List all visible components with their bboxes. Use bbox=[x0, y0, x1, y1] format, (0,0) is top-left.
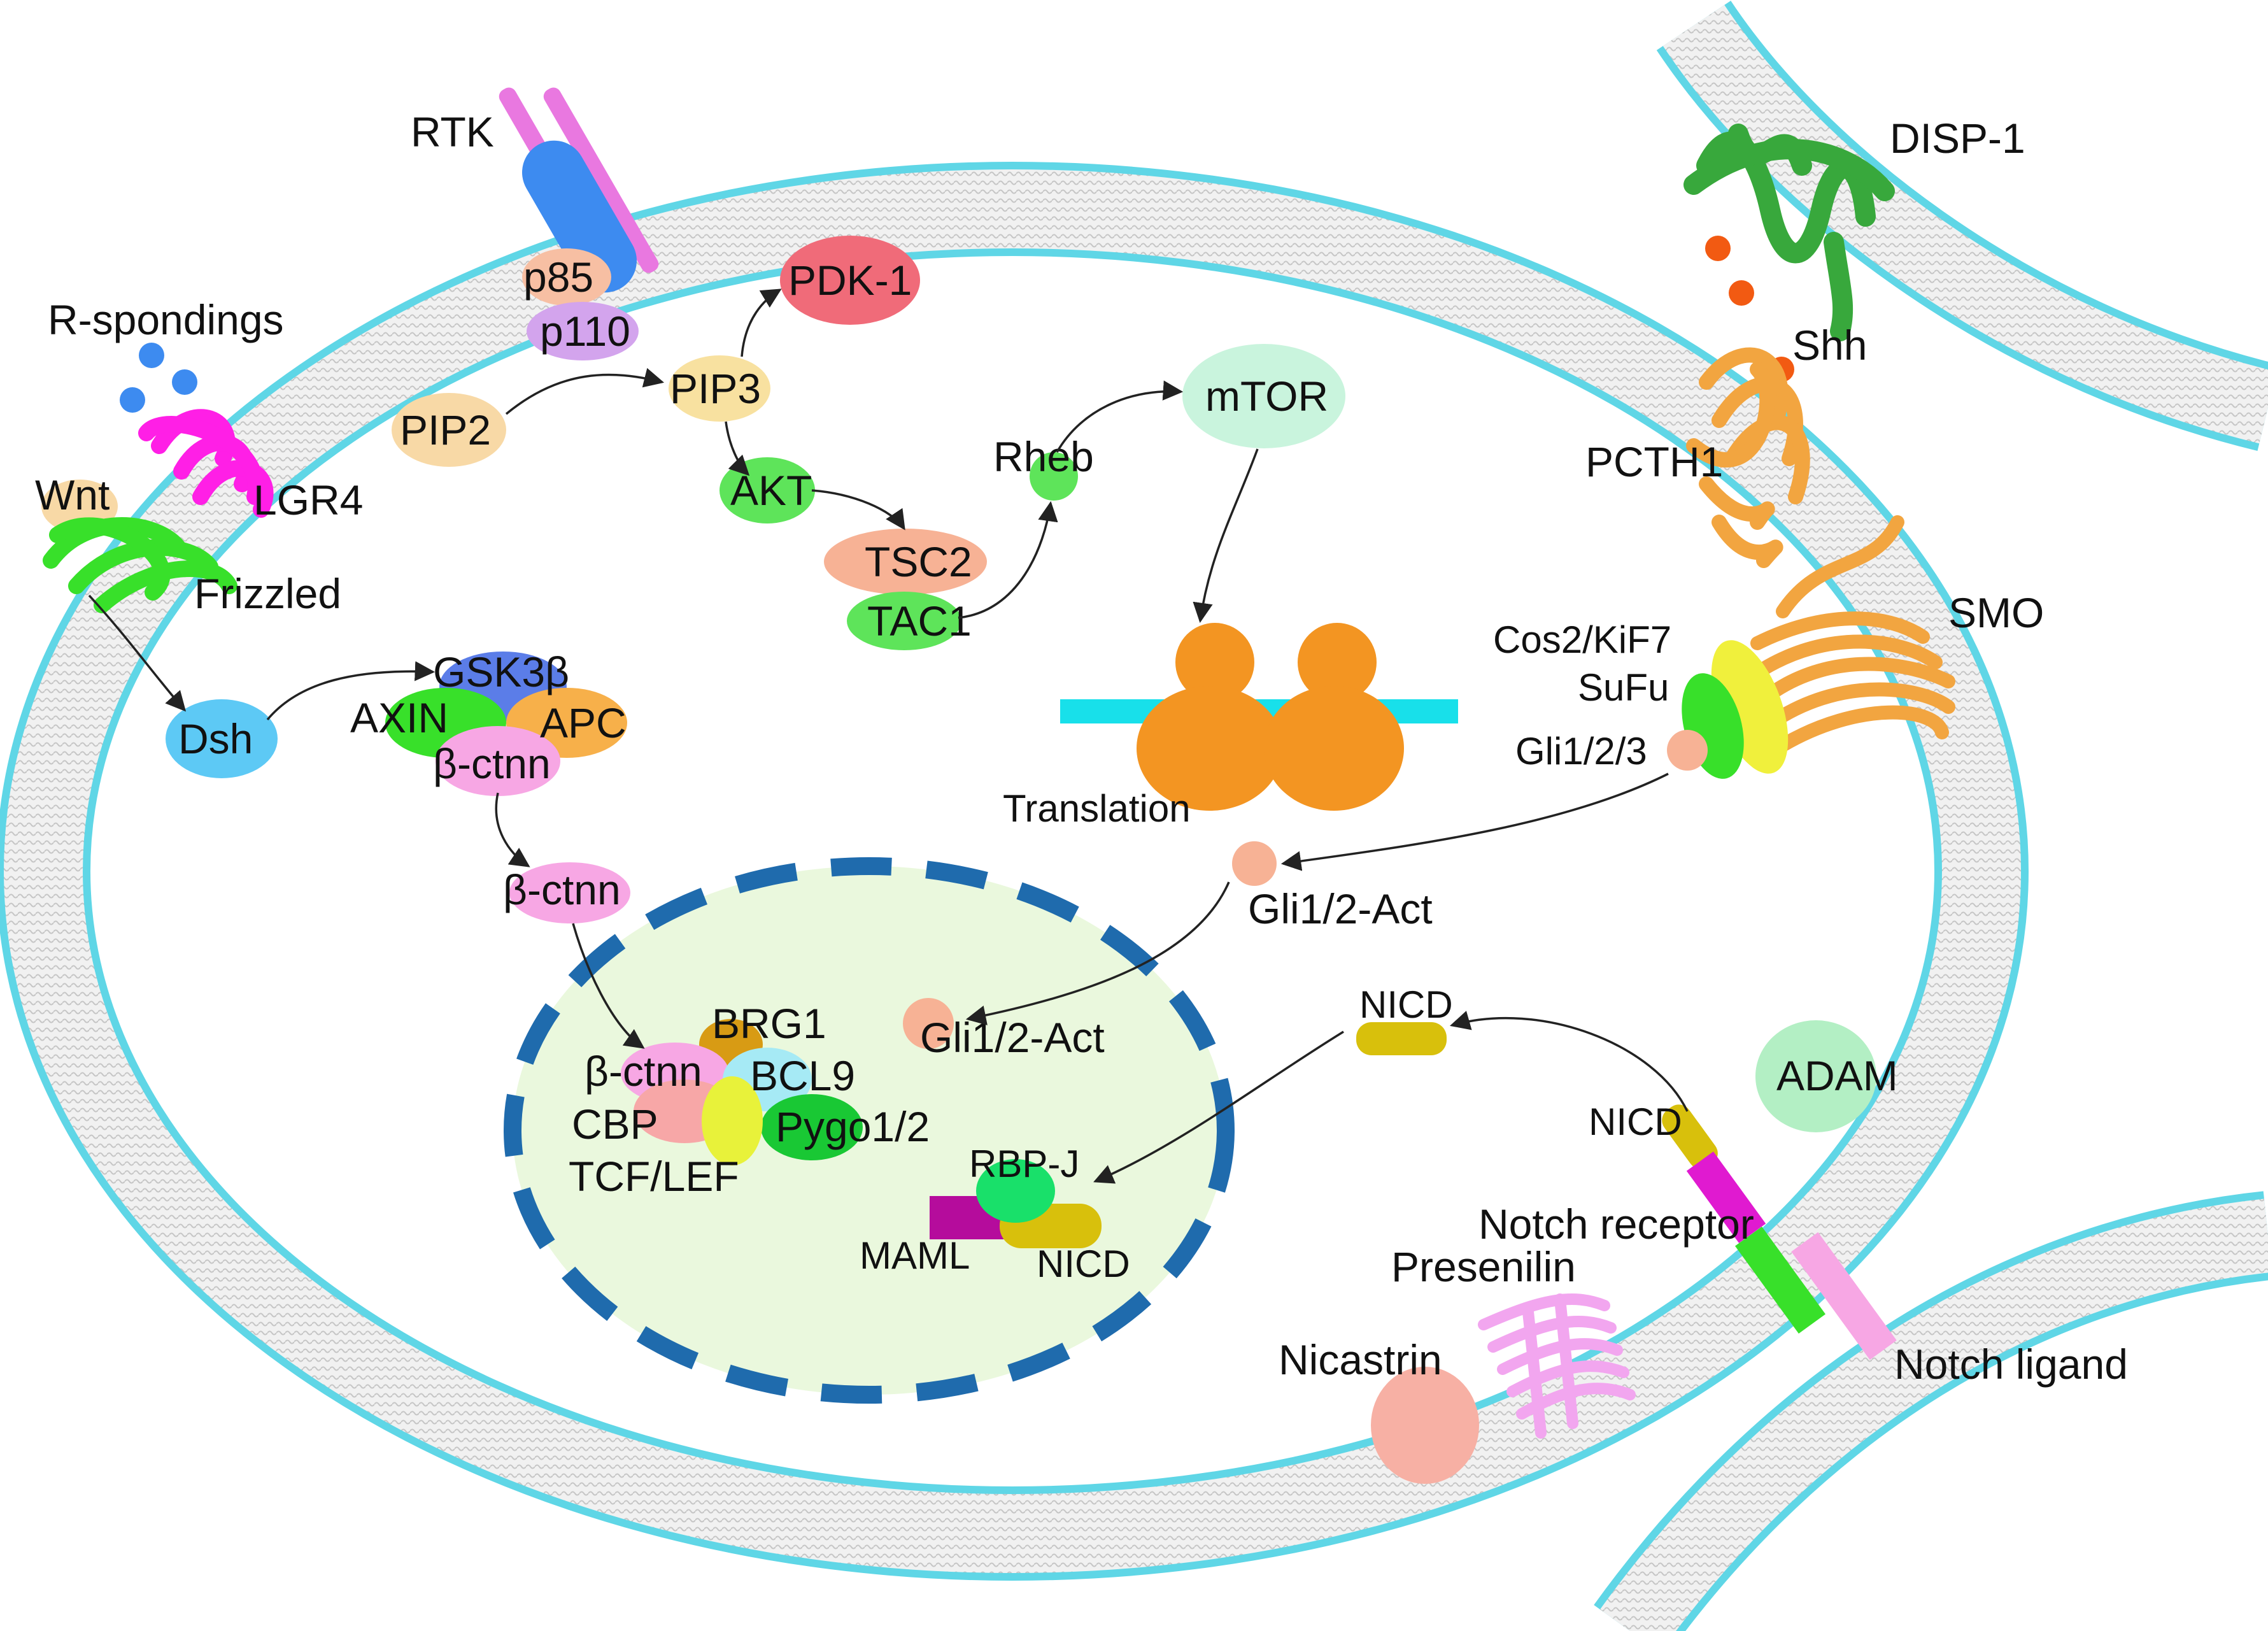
pdk1-node bbox=[780, 236, 920, 325]
bcl9-label: BCL9 bbox=[750, 1052, 855, 1099]
arrow-frizzled-dsh bbox=[88, 594, 187, 712]
r-spondings-label: R-spondings bbox=[48, 296, 284, 343]
nicastrin-label: Nicastrin bbox=[1279, 1336, 1442, 1383]
rtk-receptor bbox=[499, 87, 659, 293]
tac1-label: TAC1 bbox=[867, 597, 972, 645]
gsk3b-label: GSK3β bbox=[433, 648, 569, 695]
lgr4-receptor bbox=[138, 409, 274, 518]
translation-label: Translation bbox=[1003, 787, 1191, 830]
pdk1-label: PDK-1 bbox=[788, 257, 912, 304]
pathway-arrows bbox=[88, 288, 1689, 1184]
notch-receptor-label: Notch receptor bbox=[1478, 1200, 1754, 1248]
arrow-bctnn-nucleus bbox=[572, 923, 645, 1049]
pip3-label: PIP3 bbox=[670, 365, 761, 412]
mtor-label: mTOR bbox=[1205, 373, 1328, 420]
gli123-label: Gli1/2/3 bbox=[1515, 730, 1647, 773]
cos2-kif7-label: Cos2/KiF7 bbox=[1493, 618, 1671, 661]
arrow-akt-tsc2 bbox=[811, 489, 905, 531]
tsc2-node bbox=[824, 529, 987, 595]
gli-sufu-complex bbox=[1667, 640, 1789, 779]
mtor-node bbox=[1182, 344, 1345, 448]
dsh-label: Dsh bbox=[178, 715, 253, 762]
presenilin-label: Presenilin bbox=[1391, 1243, 1576, 1290]
adam-label: ADAM bbox=[1776, 1052, 1898, 1099]
arrow-mtor-ribosome bbox=[1193, 448, 1259, 623]
gli-act-nuclear-node bbox=[903, 998, 954, 1049]
notch-receptor bbox=[1662, 1104, 1897, 1360]
arrow-rheb-mtor bbox=[1056, 380, 1184, 453]
rbpj-label: RBP-J bbox=[969, 1143, 1079, 1185]
shh-label: Shh bbox=[1792, 322, 1867, 369]
frizzled-label: Frizzled bbox=[194, 570, 341, 617]
rtk-label: RTK bbox=[411, 108, 494, 155]
arrow-pip2-pip3 bbox=[505, 367, 665, 415]
bctnn-free-node bbox=[509, 862, 630, 923]
nicd-membrane-label: NICD bbox=[1589, 1100, 1682, 1143]
nicd-cyto-label: NICD bbox=[1359, 983, 1453, 1026]
frizzled-receptor bbox=[43, 517, 237, 613]
tac1-node bbox=[847, 592, 961, 650]
smo-receptor bbox=[1750, 515, 1955, 752]
pcth1-label: PCTH1 bbox=[1585, 438, 1723, 485]
wnt-label: Wnt bbox=[35, 471, 110, 518]
nicastrin bbox=[1371, 1367, 1479, 1484]
arrow-gli-cyto bbox=[1280, 773, 1669, 871]
arrow-pip3-pdk1 bbox=[741, 288, 782, 357]
neighbor-membrane-lower bbox=[1594, 1191, 2268, 1631]
brg1-label: BRG1 bbox=[712, 1000, 826, 1047]
cbp-label: CBP bbox=[572, 1100, 658, 1148]
lgr4-label: LGR4 bbox=[253, 476, 363, 523]
neighbor-membrane-upper bbox=[1656, 1, 2268, 452]
tsc2-label: TSC2 bbox=[865, 538, 972, 585]
pip2-label: PIP2 bbox=[400, 406, 491, 453]
bctnn-nuclear-label: β-ctnn bbox=[585, 1048, 702, 1095]
r-spondin-ligands bbox=[120, 343, 197, 413]
arrow-complex-bctnn bbox=[495, 792, 530, 867]
cell-membrane bbox=[0, 162, 2029, 1581]
p85-subunit bbox=[522, 248, 611, 306]
ribosome-translation bbox=[1060, 623, 1458, 811]
arrow-gli-nucleus bbox=[965, 881, 1230, 1025]
wnt-transcription-complex bbox=[621, 1019, 863, 1165]
gli-act-nuclear-label: Gli1/2-Act bbox=[920, 1014, 1105, 1061]
notch-ligand-label: Notch ligand bbox=[1894, 1341, 2128, 1388]
smo-label: SMO bbox=[1948, 589, 2044, 636]
rheb-node bbox=[1030, 452, 1078, 501]
sufu-label: SuFu bbox=[1578, 666, 1669, 709]
p85-label: p85 bbox=[523, 253, 593, 301]
destruction-complex bbox=[385, 652, 627, 796]
pip2-node bbox=[392, 393, 506, 467]
nucleus bbox=[504, 857, 1235, 1404]
p110-subunit bbox=[527, 302, 639, 360]
rheb-label: Rheb bbox=[993, 433, 1094, 480]
tcf-lef-label: TCF/LEF bbox=[569, 1153, 739, 1200]
gli-act-cyto-node bbox=[1232, 841, 1277, 886]
gli-act-cyto-label: Gli1/2-Act bbox=[1248, 885, 1433, 932]
bctnn-complex-label: β-ctnn bbox=[433, 740, 551, 787]
akt-label: AKT bbox=[730, 467, 812, 514]
pip3-node bbox=[669, 355, 770, 422]
nicd-nuclear-label: NICD bbox=[1037, 1243, 1130, 1285]
maml-label: MAML bbox=[860, 1234, 970, 1277]
axin-label: AXIN bbox=[350, 694, 448, 741]
bctnn-free-label: β-ctnn bbox=[503, 866, 621, 913]
p110-label: p110 bbox=[540, 308, 630, 355]
nicd-cyto-fragment bbox=[1356, 1022, 1447, 1055]
arrow-nicd-nucleus bbox=[1093, 1030, 1344, 1184]
notch-transcription-complex bbox=[930, 1159, 1102, 1248]
arrow-dsh-complex bbox=[266, 661, 436, 721]
disp1-transporter bbox=[1683, 124, 1895, 341]
disp1-label: DISP-1 bbox=[1890, 115, 2025, 162]
arrow-nicd-cyto bbox=[1449, 1011, 1689, 1112]
arrow-tac1-rheb bbox=[958, 501, 1058, 619]
apc-label: APC bbox=[540, 699, 627, 746]
presenilin bbox=[1478, 1293, 1636, 1439]
adam-protease bbox=[1755, 1020, 1876, 1132]
pcth1-receptor bbox=[1686, 347, 1810, 568]
pygo-label: Pygo1/2 bbox=[776, 1103, 930, 1150]
arrow-pip3-akt bbox=[725, 421, 750, 476]
dsh-node bbox=[166, 699, 278, 778]
